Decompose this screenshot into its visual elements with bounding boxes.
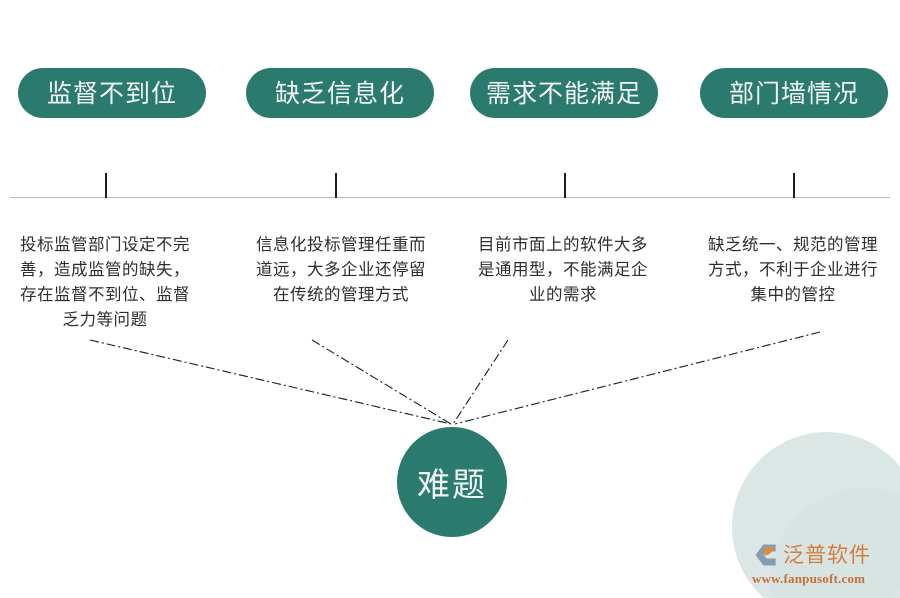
connector-line-0 bbox=[89, 339, 452, 425]
category-description-3: 缺乏统一、规范的管理方式，不利于企业进行集中的管控 bbox=[708, 235, 878, 304]
axis-tick-0 bbox=[105, 173, 107, 198]
watermark-brand-row: 泛普软件 bbox=[752, 540, 892, 570]
category-pill-0[interactable]: 监督不到位 bbox=[18, 68, 206, 118]
watermark-url: www.fanpusoft.com bbox=[752, 571, 866, 586]
fanpu-logo-icon bbox=[755, 544, 776, 566]
category-description-2: 目前市面上的软件大多是通用型，不能满足企业的需求 bbox=[478, 235, 648, 304]
connector-line-2 bbox=[452, 339, 509, 425]
timeline-axis bbox=[10, 197, 890, 198]
watermark: 泛普软件 www.fanpusoft.com bbox=[752, 540, 892, 590]
watermark-brand-name: 泛普软件 bbox=[783, 542, 871, 567]
connector-line-1 bbox=[311, 339, 452, 425]
category-pill-1[interactable]: 缺乏信息化 bbox=[246, 68, 434, 118]
axis-tick-2 bbox=[564, 173, 566, 198]
axis-tick-1 bbox=[335, 173, 337, 198]
category-pill-row: 监督不到位 缺乏信息化 需求不能满足 部门墙情况 bbox=[0, 68, 900, 118]
hub-label: 难题 bbox=[417, 465, 487, 504]
decorative-circle-front bbox=[732, 432, 900, 598]
hub-circle[interactable]: 难题 bbox=[397, 427, 507, 537]
category-pill-3[interactable]: 部门墙情况 bbox=[700, 68, 888, 118]
axis-tick-3 bbox=[793, 173, 795, 198]
connector-line-3 bbox=[454, 331, 821, 425]
category-pill-2[interactable]: 需求不能满足 bbox=[470, 68, 658, 118]
category-description-1: 信息化投标管理任重而道远，大多企业还停留在传统的管理方式 bbox=[256, 235, 426, 304]
category-description-0: 投标监管部门设定不完善，造成监管的缺失，存在监督不到位、监督乏力等问题 bbox=[20, 235, 190, 329]
